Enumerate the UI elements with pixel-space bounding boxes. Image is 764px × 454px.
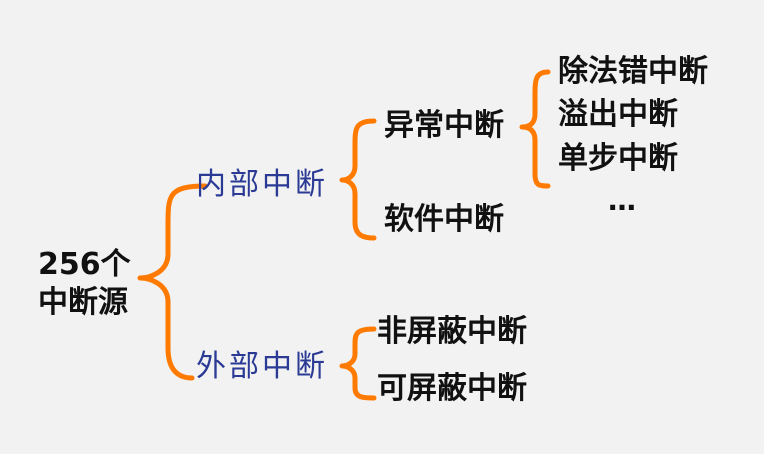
internal-brace xyxy=(339,118,377,241)
exception-interrupt-label: 异常中断 xyxy=(384,108,504,143)
overflow-interrupt-label: 溢出中断 xyxy=(558,97,678,132)
single-step-interrupt-label: 单步中断 xyxy=(558,141,678,176)
divide-error-interrupt-label: 除法错中断 xyxy=(558,54,708,89)
nmi-interrupt-label: 非屏蔽中断 xyxy=(377,314,527,349)
software-interrupt-label: 软件中断 xyxy=(384,202,504,237)
ellipsis-label: … xyxy=(608,184,636,217)
root-node: 256个 中断源 xyxy=(38,246,131,322)
internal-interrupt-label: 内部中断 xyxy=(196,167,328,202)
root-brace xyxy=(137,183,208,381)
root-line-2: 中断源 xyxy=(38,285,128,320)
exception-brace xyxy=(519,69,551,189)
maskable-interrupt-label: 可屏蔽中断 xyxy=(377,371,527,406)
external-interrupt-label: 外部中断 xyxy=(196,349,328,384)
external-brace xyxy=(339,326,377,401)
root-line-1: 256个 xyxy=(38,247,131,282)
